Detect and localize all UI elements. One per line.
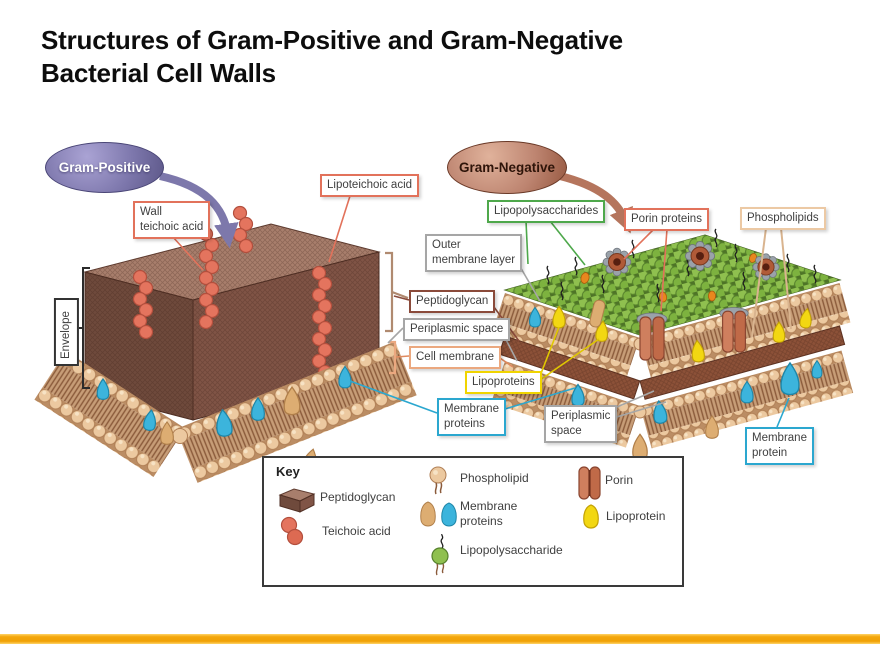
label-phospholipids: Phospholipids (740, 207, 826, 230)
phospholipid-icon (429, 466, 447, 495)
gram-positive-structure (34, 205, 417, 483)
gn-peptidoglycan-layer (498, 325, 846, 400)
cell-membrane-bracket (389, 340, 397, 375)
bottom-accent-bar (0, 634, 880, 644)
teichoic-acid-icon (280, 516, 304, 546)
gram-positive-arrow (159, 172, 239, 249)
gram-negative-arrow (559, 172, 633, 234)
lipoprotein-icon (583, 504, 599, 529)
membrane-proteins-icon (420, 501, 457, 527)
key-label-peptidoglycan: Peptidoglycan (320, 490, 396, 504)
key-label-porin: Porin (605, 473, 634, 487)
key-label-membrane-proteins: Membrane proteins (460, 499, 518, 528)
gram-negative-bubble: Gram-Negative (447, 141, 567, 194)
peptidoglycan-bracket (385, 251, 409, 333)
label-cell-membrane: Cell membrane (409, 346, 501, 369)
gram-positive-bubble: Gram-Positive (45, 142, 164, 193)
label-periplasmic-space: Periplasmic space (403, 318, 511, 341)
label-porin-proteins: Porin proteins (624, 208, 709, 231)
slide-title: Structures of Gram-Positive and Gram-Neg… (41, 25, 623, 88)
porin-icon (578, 466, 601, 500)
label-envelope: Envelope (54, 298, 79, 366)
label-lipopolysaccharides: Lipopolysaccharides (487, 200, 606, 223)
label-peptidoglycan: Peptidoglycan (409, 290, 496, 313)
peptidoglycan-icon (278, 488, 316, 513)
label-membrane-protein: Membrane protein (745, 427, 814, 465)
label-wall-teichoic-acid: Wall teichoic acid (133, 201, 211, 239)
label-lipoproteins: Lipoproteins (465, 371, 542, 394)
key-label-lipopolysaccharide: Lipopolysaccharide (460, 543, 563, 557)
label-lipoteichoic-acid: Lipoteichoic acid (320, 174, 420, 197)
label-periplasmic-space-2: Periplasmic space (544, 405, 618, 443)
key-label-teichoic-acid: Teichoic acid (322, 524, 391, 538)
teichoic-acid-chains (132, 205, 333, 380)
key-label-lipoprotein: Lipoprotein (606, 509, 666, 523)
gn-membrane-proteins (528, 299, 823, 461)
label-outer-membrane-layer: Outer membrane layer (425, 234, 523, 272)
label-membrane-proteins: Membrane proteins (437, 398, 506, 436)
lipopolysaccharide-icon (431, 534, 449, 576)
key-label-phospholipid: Phospholipid (460, 471, 529, 485)
key-heading: Key (276, 464, 300, 479)
key-box: Key Peptidoglycan Teichoic acid Phosphol… (262, 456, 684, 587)
